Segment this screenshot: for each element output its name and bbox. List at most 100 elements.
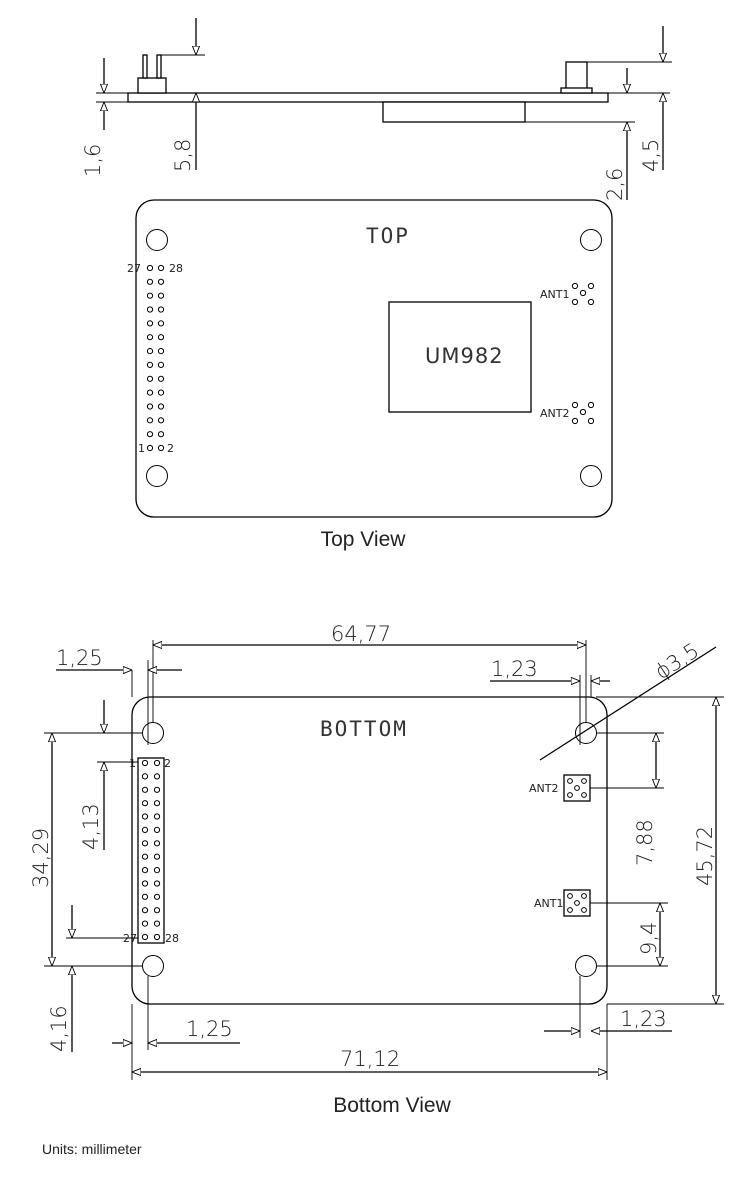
top-header-pin	[157, 278, 165, 285]
top-header-pin	[157, 306, 165, 313]
bottom-ant1-connector	[563, 889, 591, 917]
bottom-header-pin	[141, 920, 149, 927]
bottom-header-pin	[141, 880, 149, 887]
mounting-hole-top-right	[580, 229, 602, 251]
units-note: Units: millimeter	[42, 1141, 142, 1157]
top-ant1-pads	[571, 282, 595, 306]
chip-label: UM982	[425, 344, 504, 368]
bottom-pin-27-label: 27	[123, 932, 137, 945]
bottom-pin-1-label: 1	[129, 757, 136, 770]
top-header-pin	[146, 431, 154, 438]
bottom-header-pin	[141, 840, 149, 847]
dim-antenna-height: 4,5	[639, 139, 663, 172]
side-dimension-lines	[96, 18, 672, 200]
top-header-pin	[157, 444, 165, 452]
top-header-pin	[146, 417, 154, 424]
top-header-pin	[157, 292, 165, 299]
bottom-header-pin	[141, 773, 149, 780]
bottom-hole-bottom-left	[142, 955, 164, 977]
bottom-header-pin	[153, 893, 161, 900]
bottom-header-pin	[153, 786, 161, 793]
dim-ant2-offset: 7,88	[633, 819, 657, 866]
top-pin-27-label: 27	[127, 262, 141, 275]
top-header-pin	[146, 292, 154, 299]
dim-pcb-thickness: 1,6	[81, 144, 105, 177]
bottom-header-pin	[141, 907, 149, 914]
dim-board-height: 45,72	[693, 826, 717, 886]
top-ant1-label: ANT1	[540, 288, 569, 301]
bottom-header-pin	[153, 759, 161, 767]
top-header-pin	[157, 375, 165, 382]
top-header-pin	[146, 320, 154, 327]
bottom-header-pin	[141, 759, 149, 767]
bottom-pin-grid	[141, 759, 161, 941]
top-header-pin	[146, 306, 154, 313]
bottom-view-caption: Bottom View	[333, 1094, 451, 1117]
mounting-hole-top-left	[146, 229, 168, 251]
dim-header-offset-bottom: 4,16	[47, 1005, 71, 1052]
bottom-pin-2-label: 2	[164, 757, 171, 770]
bottom-board-label: BOTTOM	[320, 717, 408, 741]
bottom-header-pin	[153, 933, 161, 941]
top-header-pin	[146, 361, 154, 368]
top-pin-2-label: 2	[167, 442, 174, 455]
top-header-pin	[146, 348, 154, 355]
top-header-pin	[157, 264, 165, 272]
top-pin-28-label: 28	[169, 262, 183, 275]
top-header-pin	[146, 334, 154, 341]
dim-header-height: 5,8	[171, 139, 195, 172]
top-view: TOP UM982 27 28 1 2 ANT1 ANT2 Top View	[127, 199, 613, 551]
bottom-header-pin	[141, 933, 149, 941]
bottom-header-pin	[153, 907, 161, 914]
bottom-header-pin	[153, 853, 161, 860]
dim-bottom-component: 2,6	[603, 168, 627, 201]
dim-board-width: 71,12	[340, 1047, 400, 1071]
bottom-header-pin	[153, 826, 161, 834]
bottom-ant1-label: ANT1	[534, 897, 563, 910]
top-pin-header	[146, 264, 165, 452]
mounting-hole-bottom-right	[580, 465, 602, 487]
bottom-ant2-label: ANT2	[529, 782, 558, 795]
bottom-hole-top-left	[142, 722, 164, 744]
bottom-header-pin	[141, 853, 149, 860]
dim-hole-offset-right-top: 1,23	[491, 657, 538, 681]
dim-hole-diameter: ϕ3,5	[651, 638, 704, 684]
dim-hole-offset-right-bottom: 1,23	[620, 1007, 667, 1031]
top-view-caption: Top View	[321, 528, 407, 551]
mounting-hole-bottom-left	[146, 465, 168, 487]
um982-chip	[388, 301, 532, 413]
bottom-header-pin	[141, 800, 149, 807]
top-header-pin	[157, 334, 165, 341]
top-header-pin	[157, 431, 165, 438]
dim-hole-offset-left-bottom: 1,25	[186, 1017, 233, 1041]
top-header-pin	[146, 403, 154, 410]
top-header-pin	[146, 389, 154, 396]
dim-hole-offset-left-top: 1,25	[56, 646, 103, 670]
bottom-ant2-connector	[563, 774, 591, 802]
dim-header-offset-top: 4,13	[79, 803, 103, 850]
side-view: 1,6 5,8 2,6 4,5	[81, 18, 672, 201]
top-header-pin	[146, 375, 154, 382]
bottom-hole-bottom-right	[575, 955, 597, 977]
bottom-board-outline	[131, 696, 608, 1005]
bottom-dimension-lines	[44, 640, 724, 1080]
top-header-pin	[157, 417, 165, 424]
dim-hole-pitch-y: 34,29	[29, 828, 53, 888]
top-header-pin	[146, 444, 154, 452]
dim-hole-pitch-x: 64,77	[331, 622, 391, 646]
bottom-header-pin	[141, 893, 149, 900]
bottom-header-pin	[153, 813, 161, 820]
bottom-view: BOTTOM 1 2 27 28 ANT2 ANT1	[29, 622, 724, 1117]
top-header-pin	[157, 348, 165, 355]
top-header-pin	[146, 264, 154, 272]
top-header-pin	[157, 403, 165, 410]
top-ant2-pads	[571, 401, 595, 425]
bottom-header-pin	[153, 867, 161, 874]
bottom-header-pin	[141, 813, 149, 820]
bottom-header-pin	[141, 786, 149, 793]
top-header-pin	[157, 389, 165, 396]
bottom-header-pin	[141, 867, 149, 874]
top-board-label: TOP	[366, 224, 410, 248]
top-header-pin	[146, 278, 154, 285]
